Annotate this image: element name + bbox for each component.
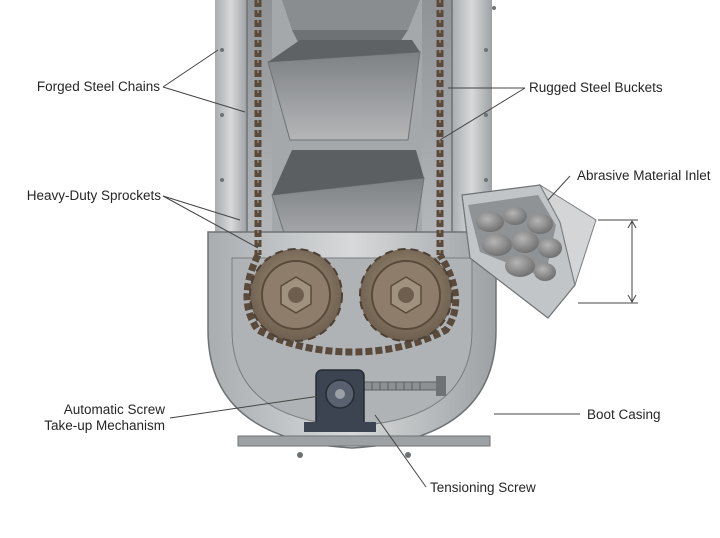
label-heavy-duty-sprockets: Heavy-Duty Sprockets [26,188,161,203]
material-inlet-chute [461,183,638,319]
sprocket-icon [249,248,343,342]
dimension-bracket [578,219,638,304]
steel-buckets [267,0,425,259]
label-abrasive-material-inlet: Abrasive Material Inlet [577,168,711,183]
leader-lines [162,49,580,488]
label-line-2: Take-up Mechanism [44,418,165,433]
abrasive-ore-rocks [476,207,562,281]
sprocket-icon [359,248,453,342]
label-rugged-steel-buckets: Rugged Steel Buckets [529,80,663,95]
chain-highlight [257,0,441,255]
bucket-icon [282,0,420,42]
take-up-mechanism [304,369,446,432]
label-automatic-screw-take-up: Automatic Screw Take-up Mechanism [10,402,165,434]
label-forged-steel-chains: Forged Steel Chains [36,79,160,94]
bearing-block-icon [304,369,376,432]
label-line-1: Automatic Screw [63,402,165,417]
label-tensioning-screw: Tensioning Screw [430,480,536,495]
bucket-icon [267,40,421,141]
label-boot-casing: Boot Casing [587,407,661,422]
